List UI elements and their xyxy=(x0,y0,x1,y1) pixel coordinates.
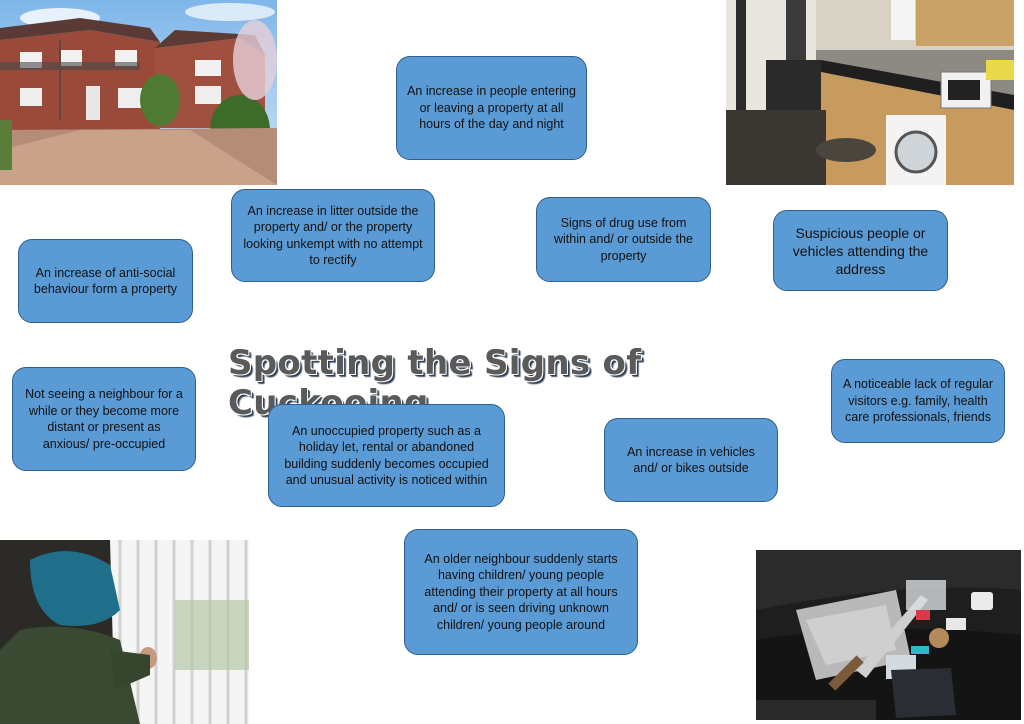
sign-suspicious: Suspicious people or vehicles attending … xyxy=(773,210,948,291)
sign-text: Signs of drug use from within and/ or ou… xyxy=(554,215,693,263)
kitchen-photo xyxy=(726,0,1014,185)
sign-litter: An increase in litter outside the proper… xyxy=(231,189,435,282)
sign-older-neighbour: An older neighbour suddenly starts havin… xyxy=(404,529,638,655)
sign-text: An increase in people entering or leavin… xyxy=(407,84,576,132)
houses-photo xyxy=(0,0,277,185)
sign-people-all-hours: An increase in people entering or leavin… xyxy=(396,56,587,160)
sign-text: An older neighbour suddenly starts havin… xyxy=(424,551,618,632)
sign-neighbour-distant: Not seeing a neighbour for a while or th… xyxy=(12,367,196,471)
sign-text: An increase in litter outside the proper… xyxy=(243,203,423,268)
sign-text: An increase in vehicles and/ or bikes ou… xyxy=(627,444,755,476)
sign-vehicles: An increase in vehicles and/ or bikes ou… xyxy=(604,418,778,502)
sign-drug-use: Signs of drug use from within and/ or ou… xyxy=(536,197,711,282)
sign-text: Not seeing a neighbour for a while or th… xyxy=(25,387,183,451)
paraphernalia-photo xyxy=(756,550,1021,720)
sign-antisocial: An increase of anti-social behaviour for… xyxy=(18,239,193,323)
sign-text: Suspicious people or vehicles attending … xyxy=(792,224,929,277)
sign-lack-visitors: A noticeable lack of regular visitors e.… xyxy=(831,359,1005,443)
sign-text: An unoccupied property such as a holiday… xyxy=(284,423,489,488)
sign-unoccupied: An unoccupied property such as a holiday… xyxy=(268,404,505,507)
sign-text: A noticeable lack of regular visitors e.… xyxy=(842,377,994,425)
sign-text: An increase of anti-social behaviour for… xyxy=(33,265,178,297)
person-window-photo xyxy=(0,540,249,724)
